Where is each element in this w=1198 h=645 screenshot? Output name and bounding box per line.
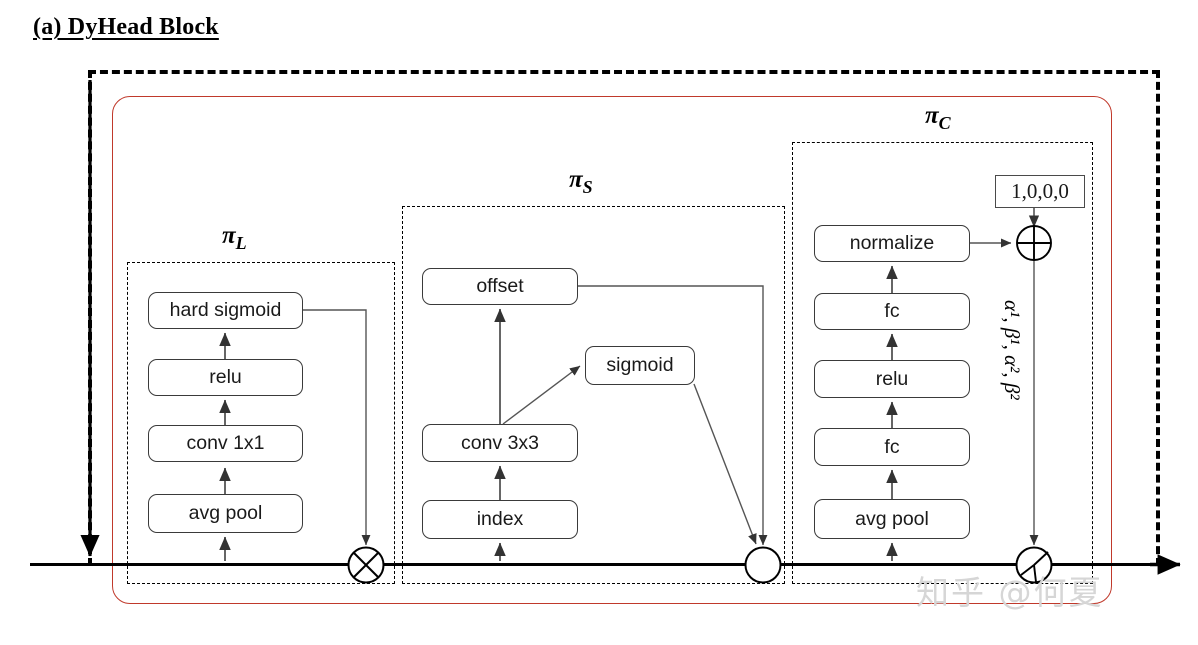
- group-pi-s: [402, 206, 785, 584]
- pi-subscript: S: [582, 177, 593, 197]
- node-relu-pi-l[interactable]: relu: [148, 359, 303, 396]
- node-avg-pool-pi-l[interactable]: avg pool: [148, 494, 303, 533]
- node-index[interactable]: index: [422, 500, 578, 539]
- watermark: 知乎 @何夏: [916, 573, 1104, 612]
- group-label-pi-l: πL: [222, 222, 247, 254]
- node-fc-bottom[interactable]: fc: [814, 428, 970, 466]
- coefficients-label: α¹, β¹, α², β²: [1000, 300, 1024, 400]
- node-conv-1x1[interactable]: conv 1x1: [148, 425, 303, 462]
- pi-subscript: L: [235, 233, 247, 253]
- node-sigmoid[interactable]: sigmoid: [585, 346, 695, 385]
- red-rounded-container: [112, 96, 1112, 604]
- group-label-pi-s: πS: [569, 166, 593, 198]
- node-normalize[interactable]: normalize: [814, 225, 970, 262]
- node-avg-pool-pi-c[interactable]: avg pool: [814, 499, 970, 539]
- constant-box-1000: 1,0,0,0: [995, 175, 1085, 208]
- node-fc-top[interactable]: fc: [814, 293, 970, 330]
- node-conv-3x3[interactable]: conv 3x3: [422, 424, 578, 462]
- group-pi-c: [792, 142, 1093, 584]
- main-flow-line: [30, 563, 1178, 567]
- node-relu-pi-c[interactable]: relu: [814, 360, 970, 398]
- group-label-pi-c: πC: [925, 102, 951, 134]
- pi-symbol: π: [222, 222, 236, 249]
- pi-subscript: C: [938, 113, 951, 133]
- pi-symbol: π: [569, 166, 583, 193]
- node-hard-sigmoid[interactable]: hard sigmoid: [148, 292, 303, 329]
- node-offset[interactable]: offset: [422, 268, 578, 305]
- pi-symbol: π: [925, 102, 939, 129]
- group-pi-l: [127, 262, 395, 584]
- figure-title: (a) DyHead Block: [33, 14, 219, 40]
